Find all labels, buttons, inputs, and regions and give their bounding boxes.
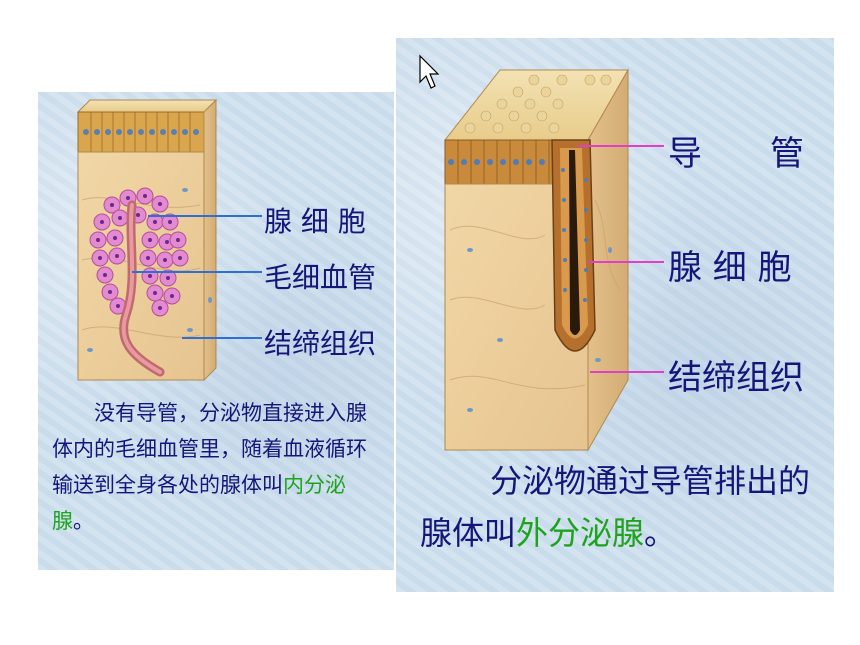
left-leader-lines <box>132 215 262 339</box>
exocrine-term: 外分泌腺 <box>516 514 645 552</box>
label-duct: 导 管 <box>668 134 804 174</box>
endocrine-gland-illustration <box>76 98 218 382</box>
label-gland-cell-right: 腺 细 胞 <box>668 248 792 288</box>
endocrine-text: 没有导管，分泌物直接进入腺体内的毛细血管里，随着血液循环输送到全身各处的腺体叫 <box>52 401 367 497</box>
label-connective-tissue-left: 结缔组织 <box>264 327 377 360</box>
exocrine-end: 。 <box>644 514 677 552</box>
endocrine-description: 没有导管，分泌物直接进入腺体内的毛细血管里，随着血液循环输送到全身各处的腺体叫内… <box>52 395 387 539</box>
right-leader-lines <box>578 145 664 373</box>
exocrine-text: 分泌物通过导管排出的腺体叫 <box>420 462 811 552</box>
endocrine-term: 内分泌腺 <box>52 473 346 533</box>
label-gland-cell-left: 腺 细 胞 <box>264 205 366 238</box>
exocrine-description: 分泌物通过导管排出的腺体叫外分泌腺。 <box>420 455 820 559</box>
mouse-cursor-icon <box>419 54 440 89</box>
endocrine-end: 。 <box>73 509 94 533</box>
exocrine-gland-illustration <box>443 68 629 452</box>
label-capillary: 毛细血管 <box>264 261 377 294</box>
label-connective-tissue-right: 结缔组织 <box>668 358 804 398</box>
